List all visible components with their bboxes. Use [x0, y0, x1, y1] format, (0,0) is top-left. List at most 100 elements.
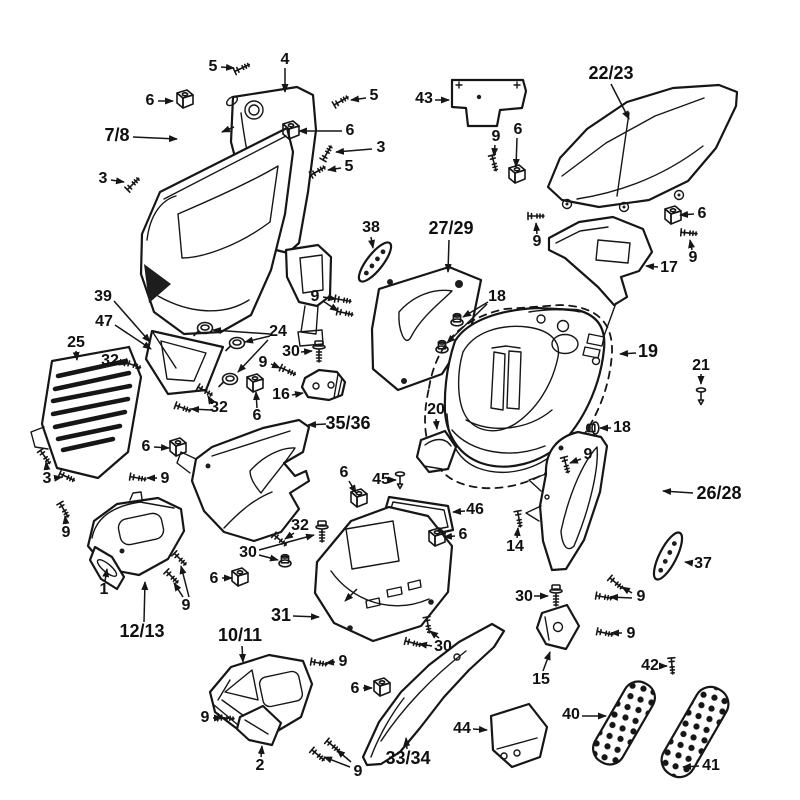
part-label-19: 19 — [638, 341, 658, 361]
screw-icon — [594, 591, 614, 603]
part-label-9: 9 — [492, 128, 501, 145]
leader-line-30 — [258, 554, 279, 562]
grommet-icon — [218, 372, 239, 388]
rear-cowl-22-23 — [546, 83, 739, 213]
leader-line-31 — [292, 613, 320, 621]
leader-line-24 — [244, 335, 271, 344]
leader-line-9 — [270, 361, 281, 369]
part-label-7-8: 7/8 — [104, 125, 129, 145]
clip-icon — [350, 488, 368, 508]
leader-line-7-8 — [132, 135, 178, 143]
screw-icon — [606, 574, 626, 592]
part-label-6: 6 — [146, 92, 155, 109]
screw-icon — [595, 627, 615, 639]
leader-line-9 — [62, 515, 70, 525]
part-label-6: 6 — [210, 570, 219, 587]
part-label-5: 5 — [209, 58, 218, 75]
leader-line-37 — [684, 559, 694, 567]
leader-line-46 — [452, 507, 466, 515]
leader-line-20 — [432, 418, 440, 430]
bolt-icon — [549, 584, 563, 607]
screw-icon — [335, 307, 355, 319]
pin-icon — [695, 387, 707, 406]
part-label-25: 25 — [67, 334, 85, 351]
leader-line-1 — [102, 568, 110, 582]
leader-line-24 — [212, 327, 271, 335]
leader-line-5 — [220, 63, 235, 71]
bracket-15 — [535, 603, 581, 651]
screw-icon — [513, 509, 525, 529]
leader-line-47 — [114, 324, 152, 350]
part-label-43: 43 — [415, 90, 433, 107]
part-label-32: 32 — [101, 352, 119, 369]
part-label-9: 9 — [354, 763, 363, 780]
clip-icon — [169, 437, 187, 457]
bolt-icon — [315, 520, 329, 543]
screw-icon — [403, 636, 423, 650]
screw-icon — [527, 211, 545, 221]
leader-line-39 — [113, 300, 151, 343]
part-label-9: 9 — [182, 597, 191, 614]
part-label-2: 2 — [256, 757, 265, 774]
part-label-32: 32 — [210, 399, 228, 416]
floor-mat-41 — [660, 685, 730, 779]
part-label-40: 40 — [562, 706, 580, 723]
part-label-26-28: 26/28 — [696, 483, 741, 503]
part-label-9: 9 — [584, 446, 593, 463]
side-cover-26-28 — [525, 430, 609, 572]
leader-line-9 — [179, 565, 190, 598]
leader-line-25 — [72, 350, 80, 361]
part-label-9: 9 — [637, 588, 646, 605]
leader-line-10-11 — [239, 645, 246, 663]
part-label-9: 9 — [339, 653, 348, 670]
pin-icon — [394, 471, 406, 490]
nut-icon — [585, 421, 600, 435]
part-label-39: 39 — [94, 288, 112, 305]
part-label-9: 9 — [627, 625, 636, 642]
leader-line-3 — [53, 474, 63, 482]
part-label-22-23: 22/23 — [588, 63, 633, 83]
screw-icon — [56, 500, 72, 520]
screw-icon — [679, 228, 699, 238]
leader-line-22-23 — [610, 83, 630, 120]
leader-line-15 — [542, 651, 551, 672]
leader-line-6 — [253, 391, 260, 409]
bracket-44 — [489, 702, 549, 769]
leader-line-9 — [336, 749, 352, 763]
leader-line-9 — [688, 239, 696, 251]
part-label-33-34: 33/34 — [385, 748, 430, 768]
part-label-21: 21 — [692, 357, 710, 374]
part-label-30: 30 — [239, 544, 257, 561]
vent-strip-37 — [652, 531, 684, 581]
part-label-47: 47 — [95, 313, 113, 330]
leader-line-19 — [619, 350, 637, 357]
leader-line-9 — [491, 144, 499, 157]
leader-line-30 — [418, 641, 433, 649]
leader-line-26-28 — [662, 488, 694, 496]
leader-line-30 — [429, 630, 440, 639]
leader-line-30 — [258, 533, 315, 551]
part-label-16: 16 — [272, 386, 290, 403]
under-cover-33-34 — [361, 622, 506, 767]
part-label-6: 6 — [459, 526, 468, 543]
part-label-3: 3 — [43, 470, 52, 487]
part-label-9: 9 — [311, 288, 320, 305]
leader-line-38 — [368, 236, 376, 249]
leader-line-17 — [645, 263, 659, 271]
leader-line-9 — [173, 582, 184, 598]
leader-line-9 — [323, 756, 351, 768]
part-label-12-13: 12/13 — [119, 621, 164, 641]
leader-line-32 — [284, 531, 295, 540]
screw-icon — [309, 657, 329, 669]
floor-mat-40 — [592, 680, 656, 766]
leader-line-3 — [43, 461, 51, 471]
leader-line-9 — [569, 456, 582, 464]
screw-icon — [173, 401, 193, 415]
part-label-6: 6 — [514, 121, 523, 138]
leader-line-9 — [609, 593, 633, 601]
part-label-4: 4 — [281, 51, 290, 68]
clip-icon — [176, 89, 194, 109]
leader-line-6 — [679, 210, 695, 218]
